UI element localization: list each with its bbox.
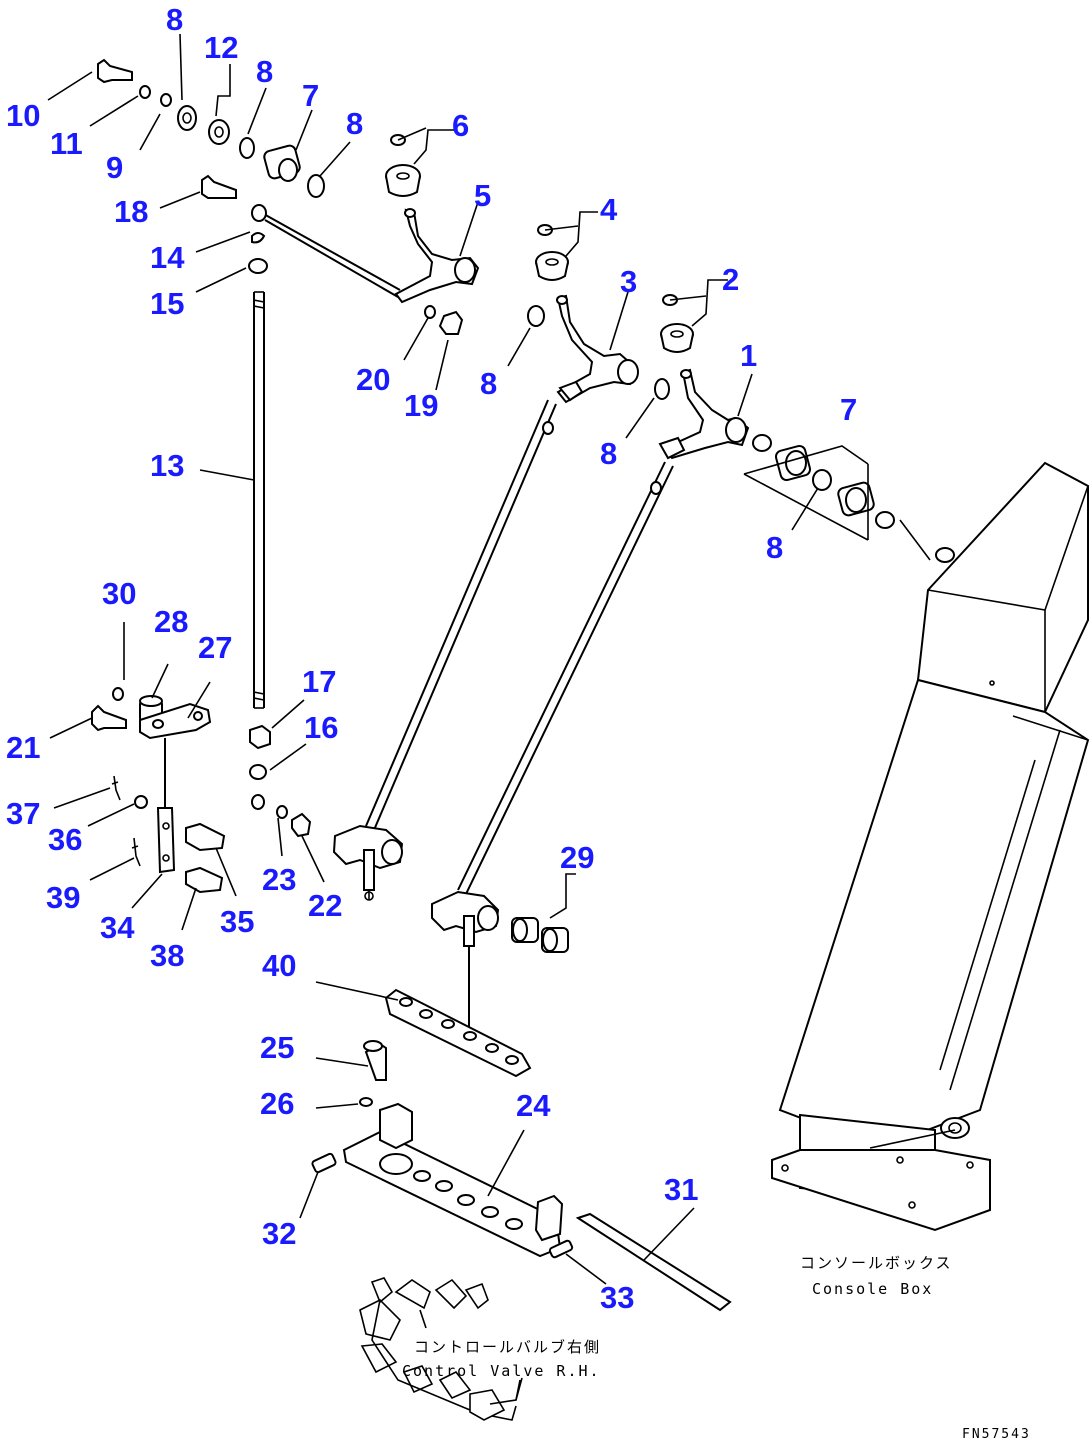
callout-32: 32	[262, 1216, 296, 1251]
callout-28: 28	[154, 604, 188, 639]
callout-29: 29	[560, 840, 594, 875]
callout-34: 34	[100, 910, 135, 945]
linkage-rods	[365, 380, 686, 895]
callout-38: 38	[150, 938, 184, 973]
callout-16: 16	[304, 710, 338, 745]
knob-part-2	[660, 294, 694, 353]
callout-31: 31	[664, 1172, 698, 1207]
callout-24: 24	[516, 1088, 551, 1123]
callout-40: 40	[262, 948, 296, 983]
callout-9: 9	[106, 150, 123, 185]
callout-23: 23	[262, 862, 296, 897]
knob-part-4	[535, 224, 569, 281]
lever-part-1	[654, 368, 750, 460]
callout-18: 18	[114, 194, 148, 229]
callout-25: 25	[260, 1030, 294, 1065]
callout-19: 19	[404, 388, 438, 423]
callout-7-console: 7	[840, 392, 857, 427]
callout-10: 10	[6, 98, 40, 133]
callout-12: 12	[204, 30, 238, 65]
callout-26: 26	[260, 1086, 294, 1121]
upper-link-rod	[248, 204, 464, 335]
callout-8-upper-c: 8	[346, 106, 363, 141]
callout-8-mid-b: 8	[600, 436, 617, 471]
console-box-label-en: Console Box	[812, 1280, 933, 1298]
callout-numbers: 1 2 3 4 5 6 7 7 8 8 8 8 8 8 9 10 11 12 1…	[6, 2, 857, 1315]
callout-8-upper-b: 8	[256, 54, 273, 89]
rod-part-13	[253, 291, 265, 709]
console-box	[771, 461, 1090, 1232]
callout-5: 5	[474, 178, 491, 213]
captions: コンソールボックス Console Box コントロールバルブ右側 Contro…	[402, 1254, 1031, 1442]
lever-part-5	[394, 208, 480, 304]
callout-22: 22	[308, 888, 342, 923]
callout-30: 30	[102, 576, 136, 611]
callout-8-mid-a: 8	[480, 366, 497, 401]
callout-6: 6	[452, 108, 469, 143]
callout-20: 20	[356, 362, 390, 397]
callout-7-upper: 7	[302, 78, 319, 113]
drawing-reference: FN57543	[962, 1427, 1031, 1442]
callout-37: 37	[6, 796, 40, 831]
leader-lines	[47, 33, 869, 1401]
callout-35: 35	[220, 904, 254, 939]
rod-lower-hardware	[249, 724, 312, 838]
left-bracket-assembly	[91, 687, 226, 894]
plate-part-40	[384, 988, 532, 1078]
callout-4: 4	[600, 192, 618, 227]
lever-part-3	[527, 294, 639, 404]
console-box-label-jp: コンソールボックス	[800, 1254, 953, 1272]
callout-27: 27	[198, 630, 232, 665]
callout-8-console: 8	[766, 530, 783, 565]
callout-33: 33	[600, 1280, 634, 1315]
callout-39: 39	[46, 880, 80, 915]
control-valve-label-en: Control Valve R.H.	[402, 1362, 601, 1380]
lower-joint-right	[431, 890, 569, 1040]
lower-joint-left	[332, 824, 404, 901]
callout-2: 2	[722, 262, 739, 297]
control-valve-label-jp: コントロールバルブ右側	[414, 1338, 601, 1356]
callout-15: 15	[150, 286, 184, 321]
callout-17: 17	[302, 664, 336, 699]
console-bushing-stack	[752, 434, 895, 529]
callout-8-top: 8	[166, 2, 183, 37]
callout-36: 36	[48, 822, 82, 857]
callout-3: 3	[620, 264, 637, 299]
callout-1: 1	[740, 338, 757, 373]
upper-hardware	[97, 58, 325, 199]
control-valve-rh	[359, 1277, 521, 1421]
plate-part-24	[311, 1040, 732, 1312]
callout-21: 21	[6, 730, 40, 765]
callout-13: 13	[150, 448, 184, 483]
callout-11: 11	[50, 126, 83, 161]
knob-part-6	[385, 134, 421, 197]
callout-14: 14	[150, 240, 185, 275]
